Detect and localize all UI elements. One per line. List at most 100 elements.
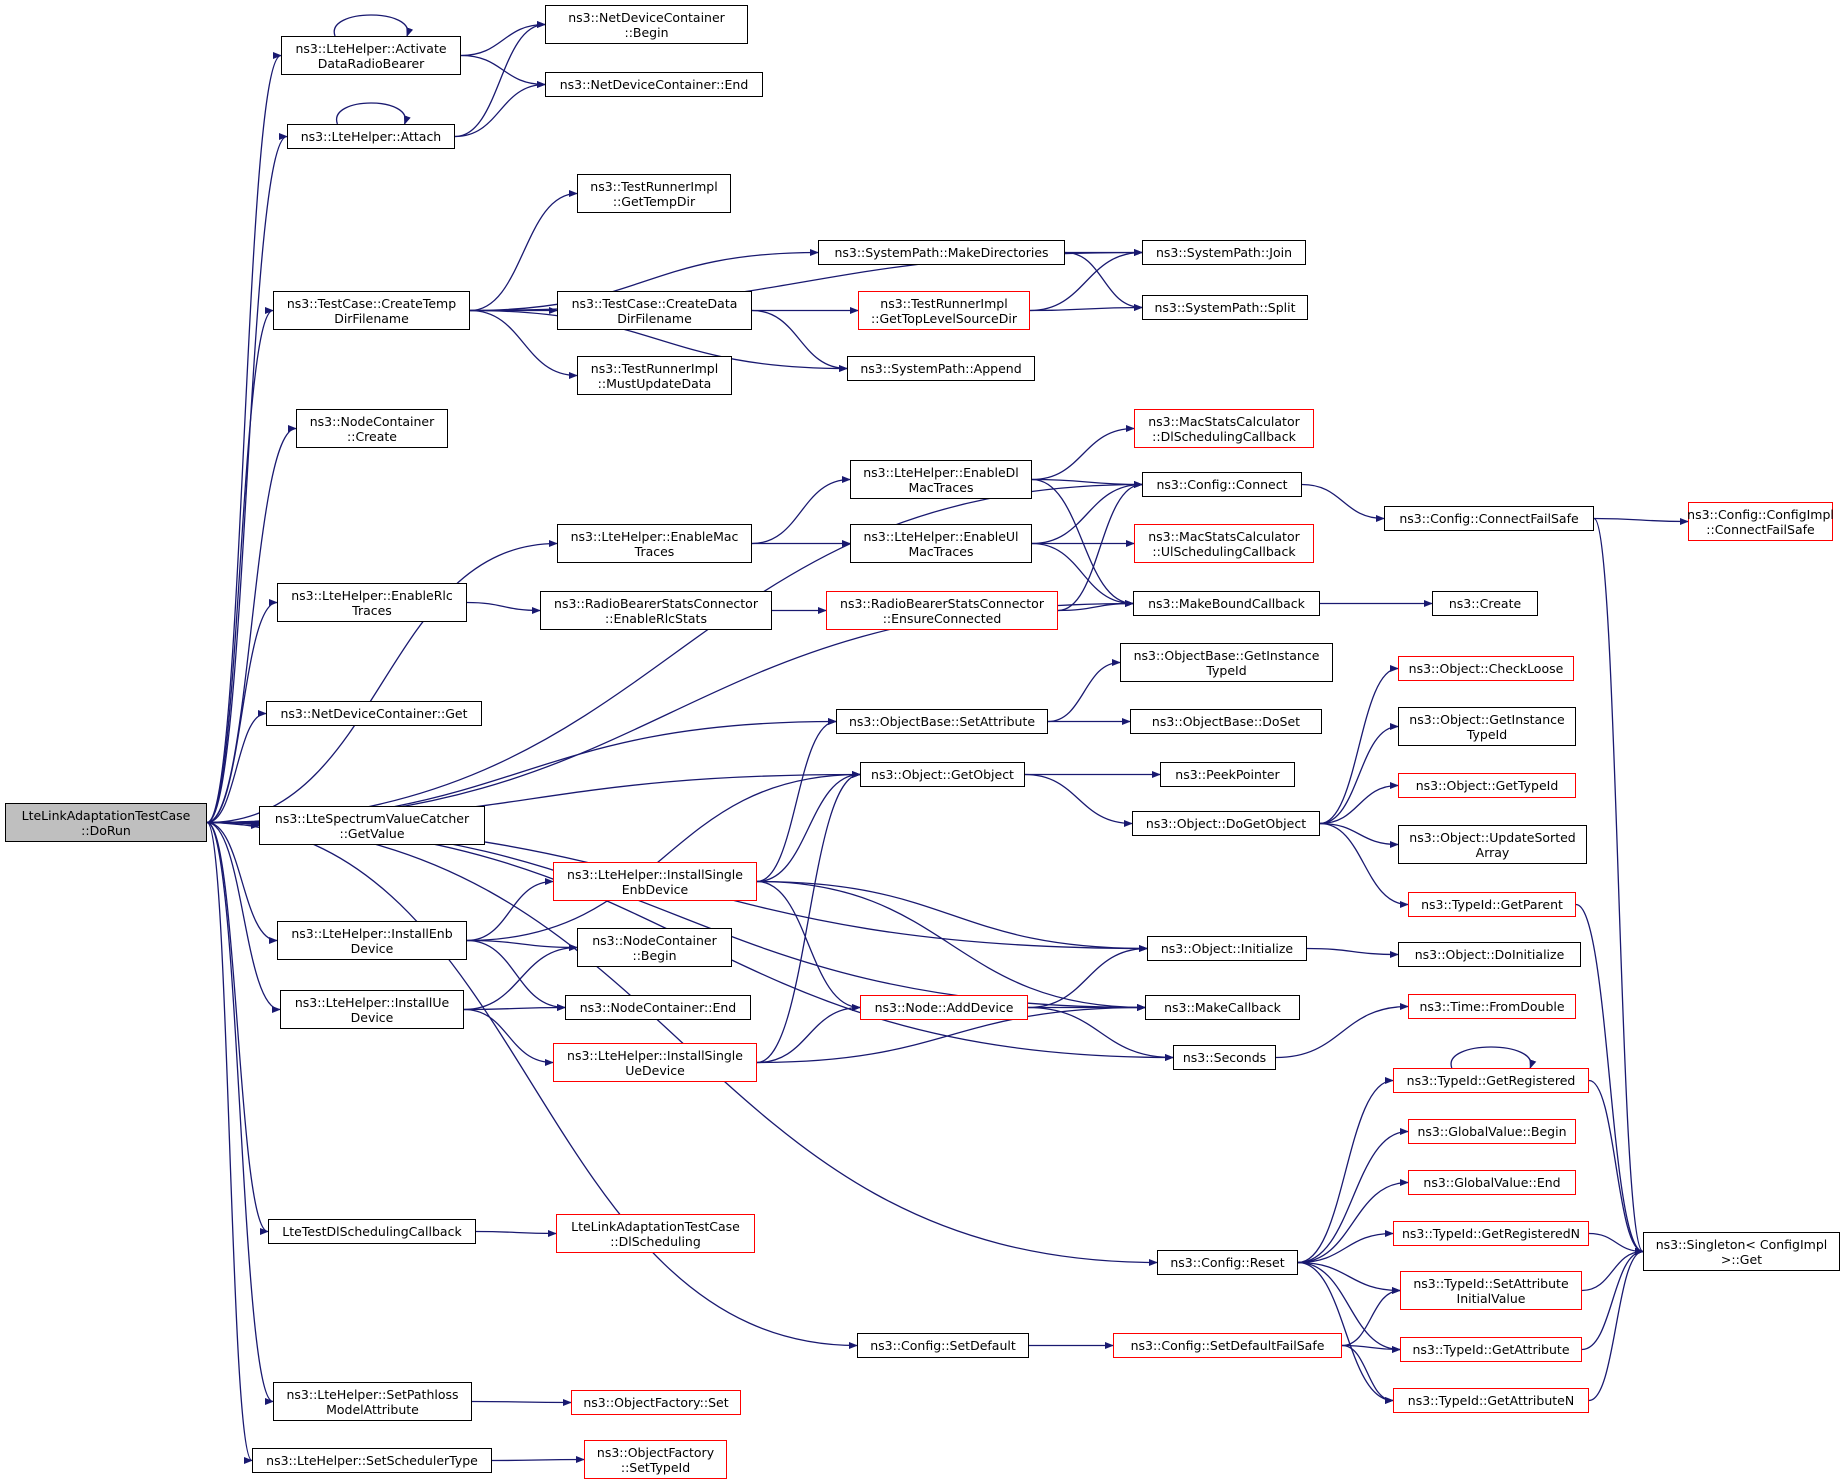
edge-getAttribute-to-singletonGet: [1581, 1247, 1644, 1351]
node-nc-end[interactable]: ns3::NodeContainer::End: [565, 995, 751, 1020]
node-check-loose[interactable]: ns3::Object::CheckLoose: [1398, 656, 1574, 681]
edge-setAttrInit-to-singletonGet: [1581, 1247, 1644, 1292]
edge-getRegistered-to-getRegistered: [1450, 1046, 1537, 1069]
edge-enableUl-to-makeBound: [1031, 542, 1134, 608]
edge-getParent-to-singletonGet: [1575, 903, 1644, 1256]
node-gv-end[interactable]: ns3::GlobalValue::End: [1408, 1170, 1576, 1195]
node-get-registered[interactable]: ns3::TypeId::GetRegistered: [1393, 1068, 1589, 1093]
node-must-update[interactable]: ns3::TestRunnerImpl ::MustUpdateData: [577, 356, 732, 395]
edge-installUe-to-installSingleUe: [463, 1008, 554, 1067]
node-of-set-type-id[interactable]: ns3::ObjectFactory ::SetTypeId: [584, 1440, 727, 1479]
node-obj-get-type-id[interactable]: ns3::Object::GetTypeId: [1398, 773, 1576, 798]
node-lte-s-v-c[interactable]: ns3::LteSpectrumValueCatcher ::GetValue: [259, 806, 485, 845]
node-from-double[interactable]: ns3::Time::FromDouble: [1408, 994, 1576, 1019]
node-connect[interactable]: ns3::Config::Connect: [1142, 472, 1302, 497]
edge-enableDl-to-connect: [1031, 478, 1143, 489]
node-append[interactable]: ns3::SystemPath::Append: [847, 356, 1035, 381]
node-ndc-get[interactable]: ns3::NetDeviceContainer::Get: [266, 701, 482, 726]
node-set-pathloss[interactable]: ns3::LteHelper::SetPathloss ModelAttribu…: [273, 1382, 472, 1421]
node-ob-get-inst[interactable]: ns3::ObjectBase::GetInstance TypeId: [1120, 643, 1333, 682]
node-ndc-begin[interactable]: ns3::NetDeviceContainer ::Begin: [545, 5, 748, 44]
edge-reset-to-getRegistered: [1297, 1076, 1394, 1264]
edge-reset-to-gvBegin: [1297, 1127, 1409, 1264]
node-enable-rlc[interactable]: ns3::LteHelper::EnableRlc Traces: [277, 583, 467, 622]
node-make-bound[interactable]: ns3::MakeBoundCallback: [1133, 591, 1320, 616]
node-nc-begin[interactable]: ns3::NodeContainer ::Begin: [577, 928, 732, 967]
node-install-single-ue[interactable]: ns3::LteHelper::InstallSingle UeDevice: [553, 1043, 757, 1082]
edge-createTemp-to-append: [469, 309, 848, 373]
edge-installEnb-to-installSingleEnb: [466, 877, 554, 942]
edge-connect-to-connectFS: [1301, 483, 1385, 523]
node-install-ue[interactable]: ns3::LteHelper::InstallUe Device: [280, 990, 464, 1029]
edge-ensureConnected-to-makeBound: [1057, 599, 1134, 612]
node-install-single-enb[interactable]: ns3::LteHelper::InstallSingle EnbDevice: [553, 862, 757, 901]
node-singleton-get[interactable]: ns3::Singleton< ConfigImpl >::Get: [1643, 1232, 1840, 1271]
node-join[interactable]: ns3::SystemPath::Join: [1142, 240, 1306, 265]
node-initialize[interactable]: ns3::Object::Initialize: [1147, 936, 1307, 961]
edge-lteTestDl-to-dlScheduling: [475, 1229, 557, 1238]
node-make-callback[interactable]: ns3::MakeCallback: [1145, 995, 1300, 1020]
node-update-sorted[interactable]: ns3::Object::UpdateSorted Array: [1398, 825, 1587, 864]
node-connect-f-s[interactable]: ns3::Config::ConnectFailSafe: [1384, 506, 1594, 531]
node-do-set[interactable]: ns3::ObjectBase::DoSet: [1130, 709, 1322, 734]
edge-root-to-installUe: [206, 821, 281, 1014]
node-get-top[interactable]: ns3::TestRunnerImpl ::GetTopLevelSourceD…: [858, 291, 1030, 330]
node-set-scheduler[interactable]: ns3::LteHelper::SetSchedulerType: [252, 1448, 492, 1473]
node-dl-sched-cb[interactable]: ns3::MacStatsCalculator ::DlSchedulingCa…: [1134, 409, 1314, 448]
edge-enableRlc-to-enableRlcStats: [466, 601, 541, 615]
node-activate[interactable]: ns3::LteHelper::Activate DataRadioBearer: [281, 36, 461, 75]
edge-installUe-to-ncEnd: [463, 1003, 566, 1012]
node-attach[interactable]: ns3::LteHelper::Attach: [287, 124, 455, 149]
edge-activate-to-ndcBegin: [460, 20, 546, 57]
node-nc-create[interactable]: ns3::NodeContainer ::Create: [296, 409, 448, 448]
node-make-dirs[interactable]: ns3::SystemPath::MakeDirectories: [818, 240, 1065, 265]
node-do-get-object[interactable]: ns3::Object::DoGetObject: [1132, 811, 1320, 836]
edge-addDevice-to-seconds: [1027, 1006, 1174, 1062]
node-set-default-f-s[interactable]: ns3::Config::SetDefaultFailSafe: [1113, 1333, 1342, 1358]
node-enable-ul[interactable]: ns3::LteHelper::EnableUl MacTraces: [850, 524, 1032, 563]
node-peek[interactable]: ns3::PeekPointer: [1160, 762, 1295, 787]
edge-installEnb-to-ncEnd: [466, 939, 566, 1012]
node-create-data[interactable]: ns3::TestCase::CreateData DirFilename: [557, 291, 752, 330]
node-set-attr-init[interactable]: ns3::TypeId::SetAttribute InitialValue: [1400, 1271, 1582, 1310]
node-do-initialize[interactable]: ns3::Object::DoInitialize: [1398, 942, 1581, 967]
node-enable-dl[interactable]: ns3::LteHelper::EnableDl MacTraces: [850, 460, 1032, 499]
edge-enableDl-to-makeBound: [1031, 478, 1134, 608]
node-split[interactable]: ns3::SystemPath::Split: [1142, 295, 1308, 320]
node-set-attr[interactable]: ns3::ObjectBase::SetAttribute: [836, 709, 1048, 734]
edge-root-to-activate: [206, 52, 282, 824]
node-ndc-end[interactable]: ns3::NetDeviceContainer::End: [545, 72, 763, 97]
node-obj-get-inst[interactable]: ns3::Object::GetInstance TypeId: [1398, 707, 1576, 746]
node-get-registered-n[interactable]: ns3::TypeId::GetRegisteredN: [1393, 1221, 1589, 1246]
node-enable-mac[interactable]: ns3::LteHelper::EnableMac Traces: [557, 524, 752, 563]
edge-root-to-connect: [206, 480, 1143, 824]
node-root[interactable]: LteLinkAdaptationTestCase ::DoRun: [5, 803, 207, 842]
edge-getAttributeN-to-singletonGet: [1588, 1247, 1644, 1402]
node-create-temp[interactable]: ns3::TestCase::CreateTemp DirFilename: [273, 291, 470, 330]
node-impl-connect-f-s[interactable]: ns3::Config::ConfigImpl ::ConnectFailSaf…: [1687, 502, 1834, 541]
edge-root-to-createTemp: [206, 307, 274, 824]
edge-activate-to-ndcEnd: [460, 54, 546, 89]
node-of-set[interactable]: ns3::ObjectFactory::Set: [571, 1390, 741, 1415]
node-get-attribute[interactable]: ns3::TypeId::GetAttribute: [1400, 1337, 1582, 1362]
node-ensure-connected[interactable]: ns3::RadioBearerStatsConnector ::EnsureC…: [826, 591, 1058, 630]
node-get-object[interactable]: ns3::Object::GetObject: [860, 762, 1025, 787]
node-ul-sched-cb[interactable]: ns3::MacStatsCalculator ::UlSchedulingCa…: [1134, 524, 1314, 563]
node-dl-scheduling[interactable]: LteLinkAdaptationTestCase ::DlScheduling: [556, 1214, 755, 1253]
edge-root-to-setDefault: [206, 821, 858, 1350]
node-get-parent[interactable]: ns3::TypeId::GetParent: [1408, 892, 1576, 917]
node-lte-test-dl[interactable]: LteTestDlSchedulingCallback: [268, 1219, 476, 1244]
edge-reset-to-setAttrInit: [1297, 1261, 1401, 1295]
node-get-temp-dir[interactable]: ns3::TestRunnerImpl ::GetTempDir: [577, 174, 731, 213]
node-create[interactable]: ns3::Create: [1432, 591, 1538, 616]
node-seconds[interactable]: ns3::Seconds: [1173, 1045, 1276, 1070]
node-set-default[interactable]: ns3::Config::SetDefault: [857, 1333, 1029, 1358]
node-reset[interactable]: ns3::Config::Reset: [1157, 1250, 1298, 1275]
node-add-device[interactable]: ns3::Node::AddDevice: [860, 995, 1028, 1020]
node-gv-begin[interactable]: ns3::GlobalValue::Begin: [1408, 1119, 1576, 1144]
node-install-enb[interactable]: ns3::LteHelper::InstallEnb Device: [277, 921, 467, 960]
node-get-attribute-n[interactable]: ns3::TypeId::GetAttributeN: [1393, 1388, 1589, 1413]
edge-ensureConnected-to-connect: [1057, 480, 1143, 612]
node-enable-rlc-stats[interactable]: ns3::RadioBearerStatsConnector ::EnableR…: [540, 591, 772, 630]
